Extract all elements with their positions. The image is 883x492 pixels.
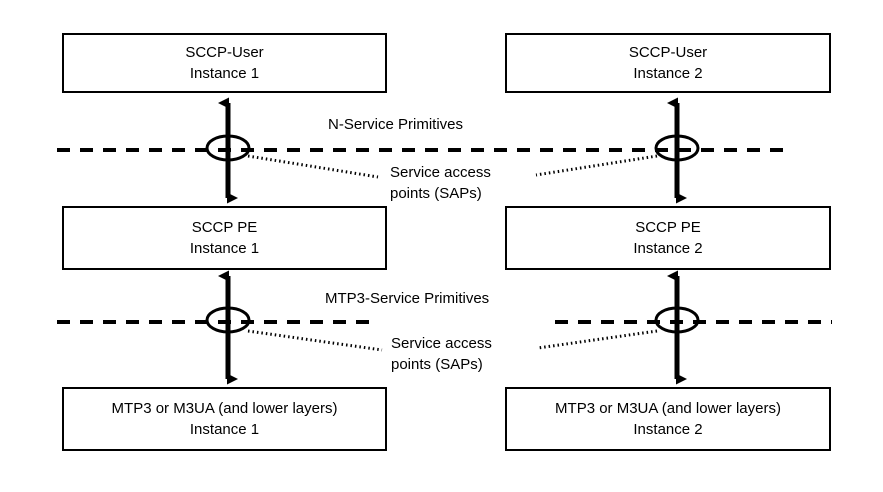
- box-mtp3-2-line1: MTP3 or M3UA (and lower layers): [555, 400, 781, 417]
- label-n-service-primitives-text: N-Service Primitives: [328, 116, 464, 133]
- box-sccp-pe-1-line1: SCCP PE: [191, 219, 258, 236]
- box-sccp-user-1[interactable]: SCCP-User Instance 1: [62, 33, 387, 93]
- box-sccp-pe-1-line2: Instance 1: [189, 240, 260, 257]
- label-mtp3-service-primitives: MTP3-Service Primitives: [325, 288, 489, 309]
- box-mtp3-1-line2: Instance 1: [189, 421, 260, 438]
- label-sap-upper-line2: points (SAPs): [390, 185, 482, 202]
- box-mtp3-1[interactable]: MTP3 or M3UA (and lower layers) Instance…: [62, 387, 387, 451]
- label-sap-lower-line2: points (SAPs): [391, 356, 483, 373]
- sap-marker-ellipse-upper-right: [654, 134, 700, 162]
- label-mtp3-service-primitives-text: MTP3-Service Primitives: [325, 290, 490, 307]
- box-sccp-pe-2-line2: Instance 2: [633, 240, 703, 257]
- box-mtp3-2-line2: Instance 2: [633, 421, 703, 438]
- sap-marker-ellipse-lower-left: [205, 306, 251, 334]
- box-sccp-user-1-line1: SCCP-User: [185, 44, 264, 61]
- label-sap-upper-line1: Service access: [390, 164, 491, 181]
- sap-marker-ellipse-upper-left: [205, 134, 251, 162]
- sap-marker-ellipse-lower-right: [654, 306, 700, 334]
- box-sccp-user-1-line2: Instance 1: [189, 65, 260, 82]
- box-mtp3-1-line1: MTP3 or M3UA (and lower layers): [111, 400, 338, 417]
- box-sccp-user-2-line1: SCCP-User: [628, 44, 708, 61]
- leader-upper-left: [247, 154, 379, 179]
- box-sccp-pe-2-line1: SCCP PE: [635, 219, 701, 236]
- leader-lower-right: [537, 329, 658, 350]
- leader-upper-right: [535, 154, 658, 177]
- box-sccp-user-2-line2: Instance 2: [633, 65, 703, 82]
- box-sccp-pe-1[interactable]: SCCP PE Instance 1: [62, 206, 387, 270]
- box-sccp-pe-2[interactable]: SCCP PE Instance 2: [505, 206, 831, 270]
- label-sap-upper: Service access points (SAPs): [390, 162, 491, 204]
- box-mtp3-2[interactable]: MTP3 or M3UA (and lower layers) Instance…: [505, 387, 831, 451]
- label-sap-lower-line1: Service access: [391, 335, 492, 352]
- box-sccp-user-2[interactable]: SCCP-User Instance 2: [505, 33, 831, 93]
- leader-lower-left: [247, 329, 383, 352]
- label-sap-lower: Service access points (SAPs): [391, 333, 492, 375]
- label-n-service-primitives: N-Service Primitives: [328, 114, 463, 135]
